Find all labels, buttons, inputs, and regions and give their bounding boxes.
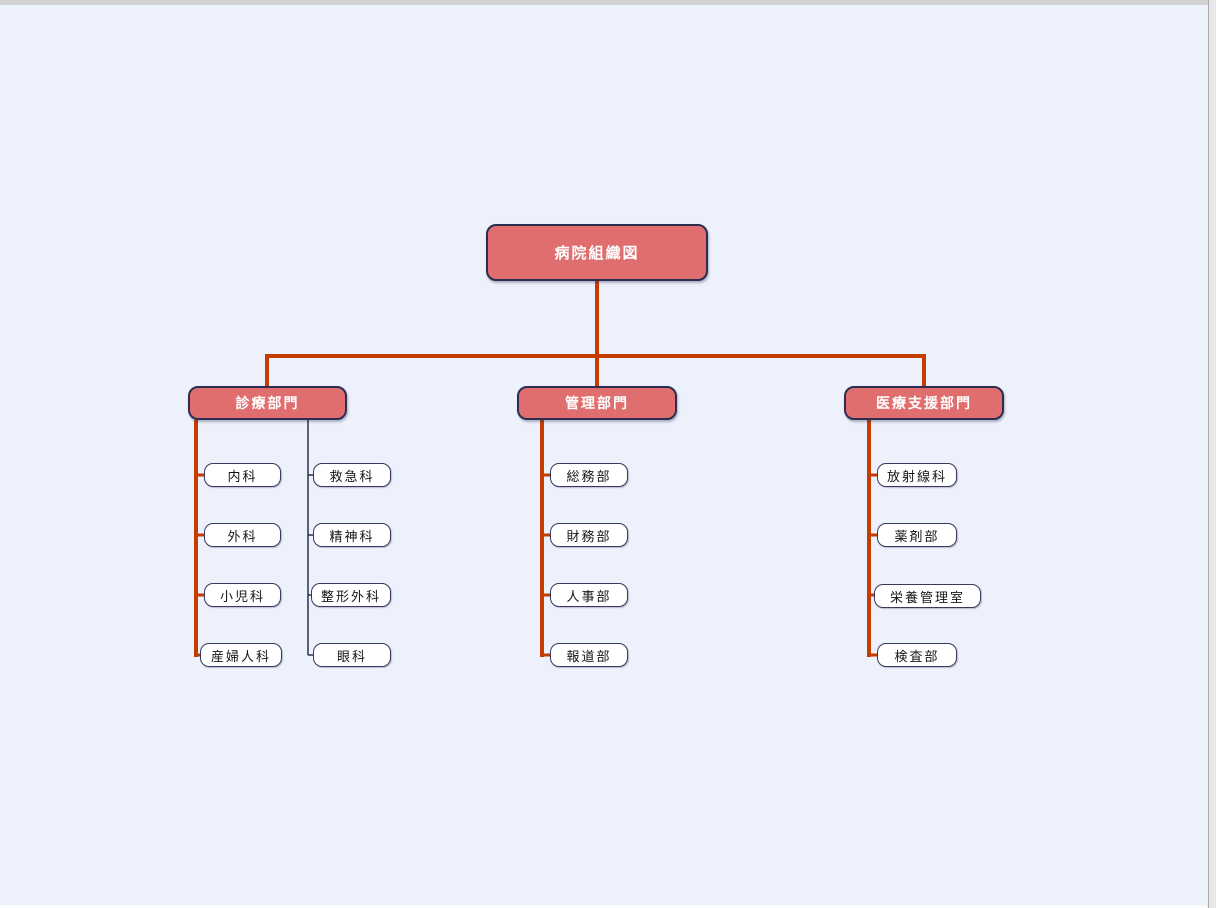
org-leaf-kensabu-label: 検査部	[894, 649, 940, 665]
org-leaf-seishinka-label: 精神科	[329, 529, 375, 545]
org-leaf-geka-label: 外科	[227, 529, 258, 545]
org-leaf-somubu[interactable]: 総務部	[550, 463, 628, 487]
org-leaf-somubu-label: 総務部	[566, 469, 612, 485]
org-node-root-label: 病院組織図	[554, 244, 640, 262]
scrollbar-track[interactable]	[1208, 0, 1216, 908]
org-leaf-ganka[interactable]: 眼科	[313, 643, 391, 667]
org-leaf-eiyokanrishitsu[interactable]: 栄養管理室	[874, 584, 981, 608]
org-leaf-kyukyuka[interactable]: 救急科	[313, 463, 391, 487]
org-leaf-hoshasenka-label: 放射線科	[886, 469, 947, 485]
org-node-root[interactable]: 病院組織図	[486, 224, 708, 281]
org-leaf-zaimubu[interactable]: 財務部	[550, 523, 628, 547]
org-leaf-hodobu[interactable]: 報道部	[550, 643, 628, 667]
org-node-dept-kanri-label: 管理部門	[565, 396, 629, 412]
org-leaf-kensabu[interactable]: 検査部	[877, 643, 957, 667]
org-leaf-hoshasenka[interactable]: 放射線科	[877, 463, 957, 487]
org-node-dept-shien[interactable]: 医療支援部門	[844, 386, 1004, 420]
org-leaf-naika[interactable]: 内科	[204, 463, 281, 487]
org-leaf-jinjibu-label: 人事部	[566, 589, 612, 605]
org-leaf-sanfujinka[interactable]: 産婦人科	[200, 643, 282, 667]
window-bottom-edge	[0, 905, 1207, 908]
org-leaf-jinjibu[interactable]: 人事部	[550, 583, 628, 607]
org-leaf-eiyokanrishitsu-label: 栄養管理室	[889, 590, 965, 606]
org-leaf-sanfujinka-label: 産婦人科	[210, 649, 271, 665]
org-leaf-seishinka[interactable]: 精神科	[313, 523, 391, 547]
org-node-dept-shinryo-label: 診療部門	[235, 396, 300, 412]
org-leaf-yakuzaibu-label: 薬剤部	[894, 529, 940, 545]
org-leaf-zaimubu-label: 財務部	[566, 529, 612, 545]
org-leaf-seikeigeka-label: 整形外科	[320, 589, 381, 605]
org-leaf-geka[interactable]: 外科	[204, 523, 281, 547]
org-leaf-shonika[interactable]: 小児科	[204, 583, 281, 607]
org-leaf-hodobu-label: 報道部	[566, 649, 612, 665]
org-leaf-shonika-label: 小児科	[219, 589, 265, 605]
org-leaf-kyukyuka-label: 救急科	[329, 469, 375, 485]
org-leaf-naika-label: 内科	[227, 469, 258, 485]
org-leaf-ganka-label: 眼科	[336, 649, 367, 665]
org-leaf-yakuzaibu[interactable]: 薬剤部	[877, 523, 957, 547]
org-node-dept-shinryo[interactable]: 診療部門	[188, 386, 347, 420]
org-leaf-seikeigeka[interactable]: 整形外科	[311, 583, 391, 607]
org-node-dept-kanri[interactable]: 管理部門	[517, 386, 677, 420]
window-top-edge	[0, 0, 1216, 5]
org-node-dept-shien-label: 医療支援部門	[876, 396, 972, 412]
